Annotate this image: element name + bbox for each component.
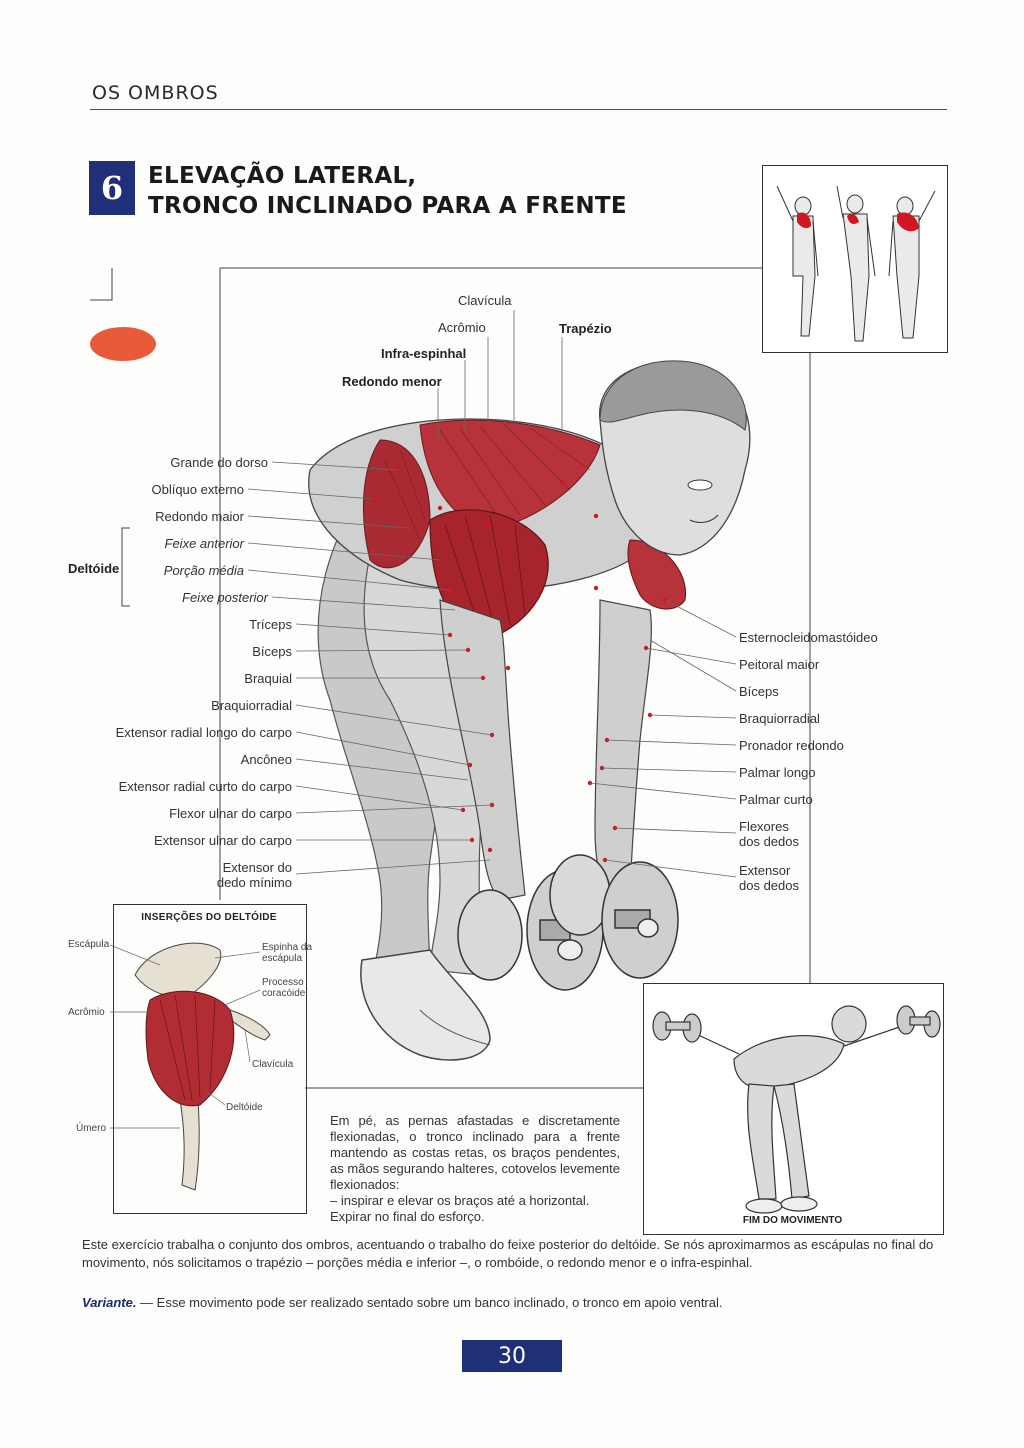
figure-dumbbells [457, 854, 679, 991]
label-redondo-maior: Redondo maior [155, 509, 244, 524]
inset-label-deltoide: Deltóide [226, 1102, 263, 1113]
figure-torso [308, 418, 687, 641]
inset-label-espinha-2: escápula [262, 953, 303, 964]
inset-title: INSERÇÕES DO DELTÓIDE [141, 912, 277, 923]
label-extensor-ulnar: Extensor ulnar do carpo [153, 833, 292, 848]
end-movement-illustration [643, 983, 944, 1235]
muscle-thumbnail-figures [762, 165, 948, 353]
label-feixe-anterior: Feixe anterior [164, 536, 244, 551]
page-number: 30 [462, 1340, 562, 1372]
label-braquiorradial-right: Braquiorradial [739, 711, 820, 726]
section-title: OS OMBROS [92, 82, 219, 104]
label-biceps: Bíceps [252, 644, 292, 659]
end-movement-drawing [652, 1005, 941, 1214]
label-extensor-dedos-2: dos dedos [739, 878, 799, 893]
orange-marker-shape [90, 327, 156, 361]
label-braquial: Braquial [244, 671, 292, 686]
instruction-expire: Expirar no final do esforço. [330, 1209, 485, 1224]
exercise-number-badge: 6 [89, 161, 135, 215]
variant-text: — Esse movimento pode ser realizado sent… [136, 1295, 723, 1310]
label-feixe-posterior: Feixe posterior [182, 590, 268, 605]
label-extensor-dedo-minimo-1: Extensor do [222, 860, 292, 875]
variant-label: Variante. [82, 1295, 137, 1310]
inset-label-espinha-1: Espinha da [262, 942, 313, 953]
label-flexores-dedos-1: Flexores [739, 819, 789, 834]
label-infra-espinhal: Infra-espinhal [381, 346, 467, 361]
variant-paragraph: Variante. — Esse movimento pode ser real… [82, 1295, 952, 1310]
label-porcao-media: Porção média [163, 563, 244, 578]
instruction-inspire: – inspirar e elevar os braços até a hori… [330, 1193, 590, 1208]
inset-label-acromio: Acrômio [68, 1007, 105, 1018]
header-rule [90, 109, 947, 110]
label-trapezio: Trapézio [559, 321, 612, 336]
label-grande-dorso: Grande do dorso [170, 455, 268, 470]
inset-label-escapula: Escápula [68, 939, 110, 950]
inset-label-processo-1: Processo [262, 977, 304, 988]
exercise-description: Em pé, as pernas afastadas e discretamen… [330, 1113, 620, 1225]
label-flexores-dedos-2: dos dedos [739, 834, 799, 849]
label-biceps-right: Bíceps [739, 684, 779, 699]
label-obliquo-externo: Oblíquo externo [151, 482, 244, 497]
exercise-title-line1: ELEVAÇÃO LATERAL, [148, 163, 417, 189]
body-paragraph: Este exercício trabalha o conjunto dos o… [82, 1237, 934, 1270]
label-flexor-ulnar: Flexor ulnar do carpo [169, 806, 292, 821]
label-clavicula: Clavícula [458, 293, 512, 308]
inset-label-processo-2: coracóide [262, 988, 306, 999]
exercise-title-line2: TRONCO INCLINADO PARA A FRENTE [148, 193, 627, 219]
inset-label-clavicula: Clavícula [252, 1059, 294, 1070]
label-pronador-redondo: Pronador redondo [739, 738, 844, 753]
description-text: Em pé, as pernas afastadas e discretamen… [330, 1113, 620, 1192]
label-palmar-longo: Palmar longo [739, 765, 816, 780]
label-redondo-menor: Redondo menor [342, 374, 442, 389]
label-extensor-dedo-minimo-2: dedo mínimo [216, 875, 292, 890]
label-extensor-dedos-1: Extensor [739, 863, 791, 878]
label-peitoral-maior: Peitoral maior [739, 657, 820, 672]
figure-head [599, 360, 751, 556]
inset-label-umero: Úmero [76, 1123, 107, 1134]
label-braquiorradial: Braquiorradial [211, 698, 292, 713]
end-movement-caption: FIM DO MOVIMENTO [742, 1215, 843, 1226]
label-anconeo: Ancôneo [240, 752, 292, 767]
label-extensor-radial-longo: Extensor radial longo do carpo [115, 725, 292, 740]
thumbnail-drawing [776, 185, 936, 342]
label-triceps: Tríceps [249, 617, 292, 632]
label-extensor-radial-curto: Extensor radial curto do carpo [118, 779, 292, 794]
label-palmar-curto: Palmar curto [739, 792, 813, 807]
inset-deltoide-box [113, 904, 307, 1214]
figure-arms [439, 599, 652, 901]
label-deltoide-group: Deltóide [68, 561, 120, 576]
label-esternocleidomastoideo: Esternocleidomastóideo [739, 630, 878, 645]
label-acromio: Acrômio [438, 320, 486, 335]
